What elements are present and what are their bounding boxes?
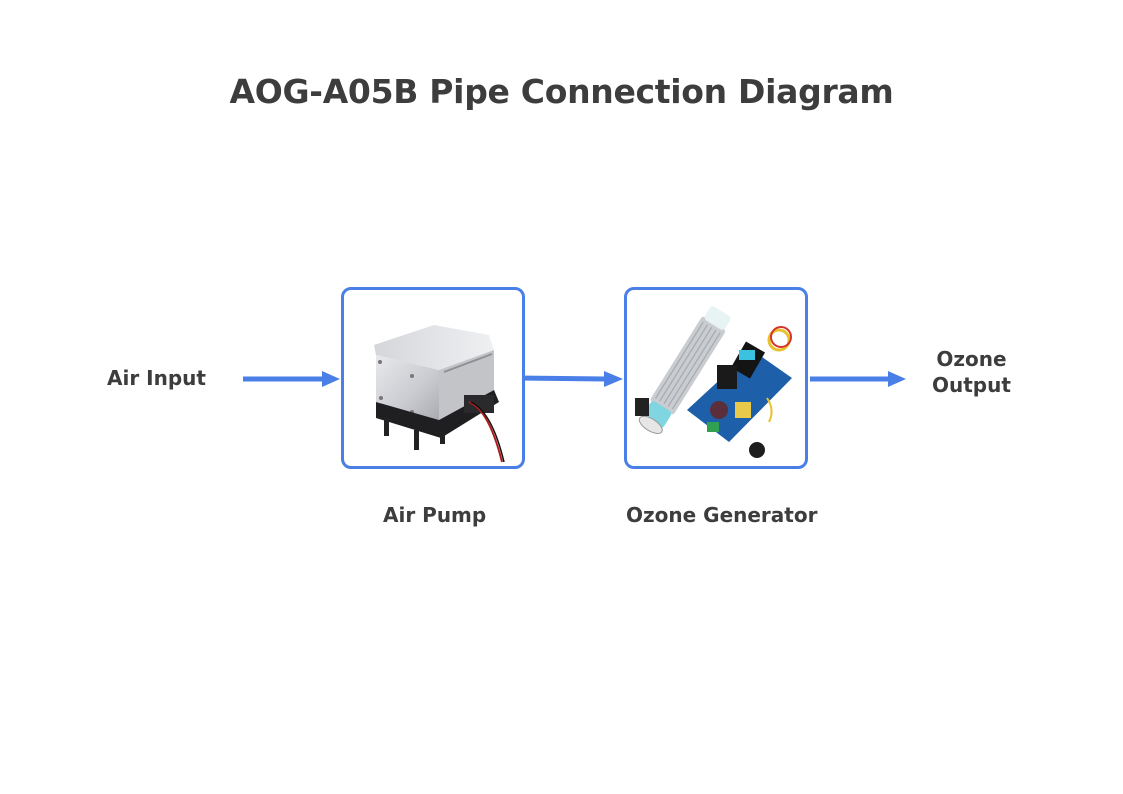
arrow-input-to-pump [243,371,340,387]
air-pump-box [341,287,525,469]
ozone-output-line2: Output [932,373,1011,397]
ozone-generator-box [624,287,808,469]
ozone-output-label: Ozone Output [932,346,1011,398]
air-input-label: Air Input [107,366,206,390]
air-pump-label: Air Pump [383,503,487,527]
arrow-generator-to-output [810,371,906,387]
air-pump-icon [374,325,505,463]
arrow-pump-to-generator [516,371,623,387]
ozone-output-line1: Ozone [936,347,1007,371]
page-title: AOG-A05B Pipe Connection Diagram [229,72,894,111]
ozone-generator-icon [635,306,792,458]
ozone-generator-label: Ozone Generator [626,503,818,527]
